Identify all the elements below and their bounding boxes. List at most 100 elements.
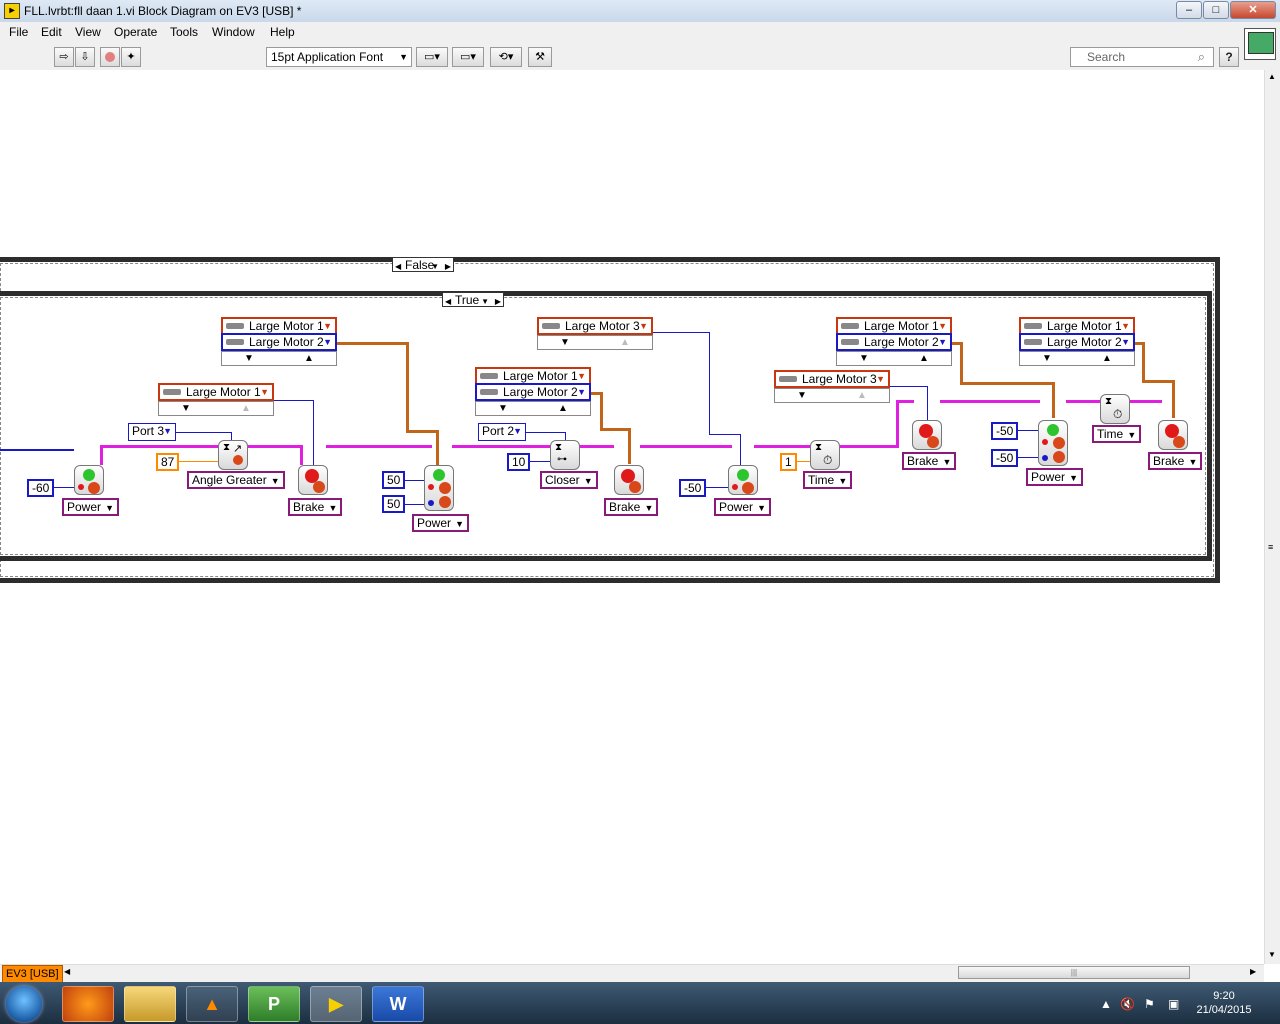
numeric-constant[interactable]: 1	[780, 453, 797, 471]
case-selector-outer[interactable]: ◀ False ▼ ▶	[392, 257, 454, 272]
menu-help[interactable]: Help	[270, 25, 295, 39]
scroll-grip-icon[interactable]: ≡	[1268, 542, 1274, 552]
cleanup-diagram-icon[interactable]: ⚒	[528, 47, 552, 67]
numeric-constant[interactable]: -50	[991, 449, 1019, 467]
array-expand-control[interactable]: ▼▲	[158, 401, 274, 416]
reorder-icon[interactable]: ⟲▾	[490, 47, 522, 67]
motor-port-selector[interactable]: Large Motor 1▼	[158, 383, 274, 401]
numeric-constant[interactable]: -50	[991, 422, 1019, 440]
menu-view[interactable]: View	[75, 25, 101, 39]
start-button[interactable]	[6, 986, 42, 1022]
horizontal-scrollbar[interactable]: ◀ ▶	[0, 964, 1264, 982]
sensor-port-selector[interactable]: Port 2▼	[478, 423, 526, 441]
mode-selector[interactable]: Brake▼	[902, 452, 957, 470]
array-expand-control[interactable]: ▼▲	[537, 335, 653, 350]
maximize-button[interactable]: □	[1203, 1, 1229, 19]
motor-port-selector[interactable]: Large Motor 2▼	[1019, 333, 1135, 351]
mode-selector[interactable]: Power▼	[714, 498, 772, 516]
mode-selector[interactable]: Time▼	[803, 471, 853, 489]
scroll-down-icon[interactable]: ▼	[1268, 950, 1276, 959]
mode-selector[interactable]: Brake▼	[604, 498, 659, 516]
close-button[interactable]: ✕	[1230, 1, 1276, 19]
tank-power-block[interactable]	[1038, 420, 1068, 466]
motor-port-selector[interactable]: Large Motor 1▼	[475, 367, 591, 385]
scroll-right-icon[interactable]: ▶	[1250, 967, 1257, 976]
mode-selector[interactable]: Power▼	[62, 498, 120, 516]
numeric-constant[interactable]: 87	[156, 453, 180, 471]
context-help-icon[interactable]: ?	[1219, 47, 1239, 67]
array-expand-control[interactable]: ▼▲	[836, 351, 952, 366]
wait-time-block[interactable]: ⧗ ⏱	[810, 440, 840, 470]
increment-arrow-icon[interactable]: ▶	[494, 297, 501, 306]
wait-ultrasonic-block[interactable]: ⧗ ⊶	[550, 440, 580, 470]
vlc-icon[interactable]: ▲	[186, 986, 238, 1022]
array-expand-control[interactable]: ▼▲	[774, 388, 890, 403]
motor-port-selector[interactable]: Large Motor 2▼	[836, 333, 952, 351]
decrement-arrow-icon[interactable]: ◀	[395, 262, 402, 271]
menu-tools[interactable]: Tools	[170, 25, 199, 39]
wait-time-block[interactable]: ⧗ ⏱	[1100, 394, 1130, 424]
run-arrow-icon[interactable]: ⇨	[54, 47, 74, 67]
numeric-constant[interactable]: -50	[679, 479, 707, 497]
mode-selector[interactable]: Time▼	[1092, 425, 1142, 443]
numeric-constant[interactable]: 50	[382, 495, 406, 513]
mode-selector[interactable]: Brake▼	[1148, 452, 1203, 470]
motor-brake-block[interactable]	[1158, 420, 1188, 450]
file-explorer-icon[interactable]	[124, 986, 176, 1022]
motor-port-selector[interactable]: Large Motor 3▼	[537, 317, 653, 335]
project-app-icon[interactable]: P	[248, 986, 300, 1022]
firefox-icon[interactable]	[62, 986, 114, 1022]
minimize-button[interactable]: –	[1176, 1, 1202, 19]
tray-clock[interactable]: 9:20 21/04/2015	[1196, 989, 1252, 1017]
labview-taskbar-icon[interactable]: ▶	[310, 986, 362, 1022]
mode-selector[interactable]: Power▼	[412, 514, 470, 532]
vi-connector-icon[interactable]	[1244, 28, 1276, 60]
mode-selector[interactable]: Brake▼	[288, 498, 343, 516]
numeric-constant[interactable]: 10	[507, 453, 531, 471]
execution-target-label[interactable]: EV3 [USB]	[2, 965, 63, 983]
menu-edit[interactable]: Edit	[41, 25, 62, 39]
scroll-left-icon[interactable]: ◀	[64, 967, 71, 976]
array-expand-control[interactable]: ▼▲	[475, 401, 591, 416]
highlight-execution-icon[interactable]: ✦	[121, 47, 141, 67]
tray-expand-icon[interactable]: ▲	[1100, 997, 1112, 1011]
word-icon[interactable]: W	[372, 986, 424, 1022]
search-input[interactable]: Search ⌕	[1070, 47, 1214, 67]
motor-port-selector[interactable]: Large Motor 2▼	[221, 333, 337, 351]
numeric-constant[interactable]: -60	[27, 479, 55, 497]
array-expand-control[interactable]: ▼▲	[1019, 351, 1135, 366]
menu-file[interactable]: File	[9, 25, 29, 39]
font-select[interactable]: 15pt Application Font ▼	[266, 47, 412, 67]
horizontal-scroll-thumb[interactable]: |||	[958, 966, 1190, 979]
abort-icon[interactable]	[100, 47, 120, 67]
increment-arrow-icon[interactable]: ▶	[444, 262, 451, 271]
sensor-port-selector[interactable]: Port 3▼	[128, 423, 176, 441]
mode-selector[interactable]: Closer▼	[540, 471, 598, 489]
mode-selector[interactable]: Angle Greater▼	[187, 471, 285, 489]
decrement-arrow-icon[interactable]: ◀	[445, 297, 452, 306]
distribute-objects-icon[interactable]: ▭▾	[452, 47, 484, 67]
scroll-up-icon[interactable]: ▲	[1268, 72, 1276, 81]
case-selector-inner[interactable]: ◀ True ▼ ▶	[442, 292, 504, 307]
motor-brake-block[interactable]	[912, 420, 942, 450]
motor-port-selector[interactable]: Large Motor 1▼	[836, 317, 952, 335]
align-objects-icon[interactable]: ▭▾	[416, 47, 448, 67]
motor-port-selector[interactable]: Large Motor 2▼	[475, 383, 591, 401]
wait-motor-rotation-block[interactable]: ⧗ ↗	[218, 440, 248, 470]
motor-power-block[interactable]	[728, 465, 758, 495]
motor-port-selector[interactable]: Large Motor 1▼	[1019, 317, 1135, 335]
motor-brake-block[interactable]	[614, 465, 644, 495]
network-icon[interactable]: ▣	[1168, 997, 1180, 1011]
mode-selector[interactable]: Power▼	[1026, 468, 1084, 486]
menu-operate[interactable]: Operate	[114, 25, 158, 39]
labview-app-icon[interactable]: ▸	[4, 3, 20, 19]
motor-brake-block[interactable]	[298, 465, 328, 495]
run-continuously-icon[interactable]: ⇩	[75, 47, 95, 67]
tank-power-block[interactable]	[424, 465, 454, 511]
menu-window[interactable]: Window	[212, 25, 255, 39]
motor-port-selector[interactable]: Large Motor 3▼	[774, 370, 890, 388]
block-diagram-canvas[interactable]: ◀ False ▼ ▶ ◀ True ▼ ▶	[0, 70, 1264, 964]
vertical-scrollbar[interactable]: ▲ ≡ ▼	[1264, 70, 1280, 964]
volume-muted-icon[interactable]: 🔇	[1120, 997, 1135, 1011]
motor-power-block[interactable]	[74, 465, 104, 495]
